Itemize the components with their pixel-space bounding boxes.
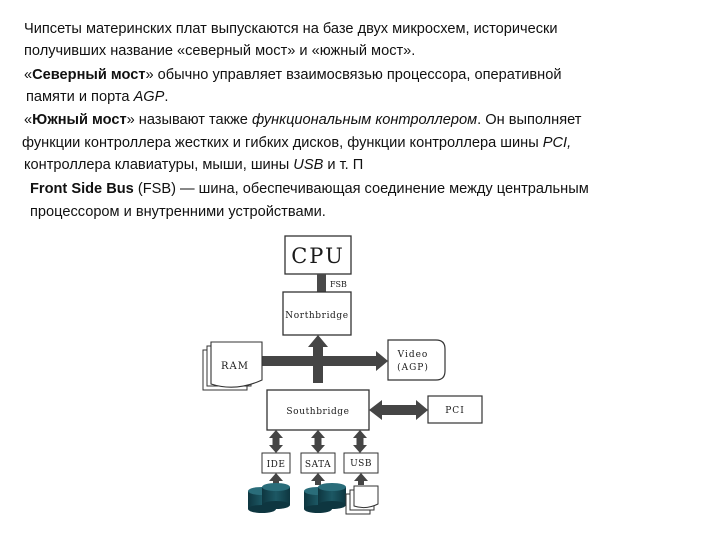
text-p2-l2: памяти и порта	[26, 89, 134, 105]
text-p2-l2-end: .	[164, 89, 169, 105]
bus-arrow	[250, 335, 388, 383]
text-p4-l2: процессором и внутренними устройствами.	[30, 204, 326, 220]
fsb-bus	[317, 274, 326, 292]
text-line-5: «Южный мост» называют также функциональн…	[24, 111, 581, 130]
text-p3-open: «	[24, 112, 33, 128]
text-p3-bold: Южный мост	[32, 112, 127, 128]
video-agp-label: (AGP)	[397, 362, 429, 373]
text-p3-l2: функции контроллера жестких и гибких дис…	[22, 135, 543, 151]
cpu-label: CPU	[291, 244, 345, 268]
video-box	[387, 339, 446, 381]
text-p2-open: «	[24, 67, 33, 83]
text-p2-bold: Северный мост	[32, 67, 146, 83]
text-p2-rest: » обычно управляет взаимосвязью процессо…	[145, 67, 562, 83]
text-p4-rest: (FSB) — шина, обеспечивающая соединение …	[133, 181, 589, 197]
text-line-7: контроллера клавиатуры, мыши, шины USB и…	[24, 156, 363, 175]
device-arrows	[269, 473, 368, 485]
text-p3-l2-italic: PCI,	[542, 135, 572, 151]
southbridge-down-arrows	[269, 430, 367, 453]
ide-label: IDE	[267, 460, 286, 470]
text-p3-l3: контроллера клавиатуры, мыши, шины	[24, 157, 294, 173]
text-line-9: процессором и внутренними устройствами.	[30, 203, 326, 222]
text-p1-l2: получивших название «северный мост» и «ю…	[24, 43, 416, 59]
text-p3-mid: » называют также	[126, 112, 252, 128]
pci-label: PCI	[445, 406, 465, 416]
text-p4-bold: Front Side Bus	[30, 181, 134, 197]
text-line-2: получивших название «северный мост» и «ю…	[24, 42, 415, 61]
usb-label: USB	[350, 459, 372, 469]
text-line-3: «Северный мост» обычно управляет взаимос…	[24, 66, 562, 85]
text-p3-italic: функциональным контроллером	[251, 112, 478, 128]
text-line-6: функции контроллера жестких и гибких дис…	[22, 134, 571, 153]
text-p1-l1: Чипсеты материнских плат выпускаются на …	[24, 21, 558, 37]
text-line-8: Front Side Bus (FSB) — шина, обеспечиваю…	[30, 180, 589, 199]
text-p3-l3-italic: USB	[293, 157, 324, 173]
usb-device-icon	[345, 485, 379, 515]
ide-disk-icon	[248, 483, 290, 513]
fsb-label: FSB	[330, 280, 347, 289]
text-line-4: памяти и порта AGP.	[26, 88, 168, 107]
southbridge-box	[266, 389, 370, 431]
video-label: Video	[397, 350, 429, 360]
sata-disk-icon	[304, 483, 346, 513]
text-line-1: Чипсеты материнских плат выпускаются на …	[24, 20, 558, 39]
pci-box	[427, 395, 483, 424]
text-p3-l3-end: и т. П	[323, 157, 364, 173]
ram-page-front	[210, 341, 263, 388]
northbridge-label: Northbridge	[285, 311, 348, 321]
pci-arrow	[369, 400, 428, 420]
cpu-box	[284, 235, 352, 275]
southbridge-label: Southbridge	[286, 407, 349, 417]
text-p3-end: . Он выполняет	[477, 112, 582, 128]
northbridge-box	[282, 291, 352, 336]
sata-label: SATA	[305, 460, 331, 470]
ram-label: RAM	[221, 361, 249, 372]
text-p2-l2-italic: AGP	[133, 89, 165, 105]
